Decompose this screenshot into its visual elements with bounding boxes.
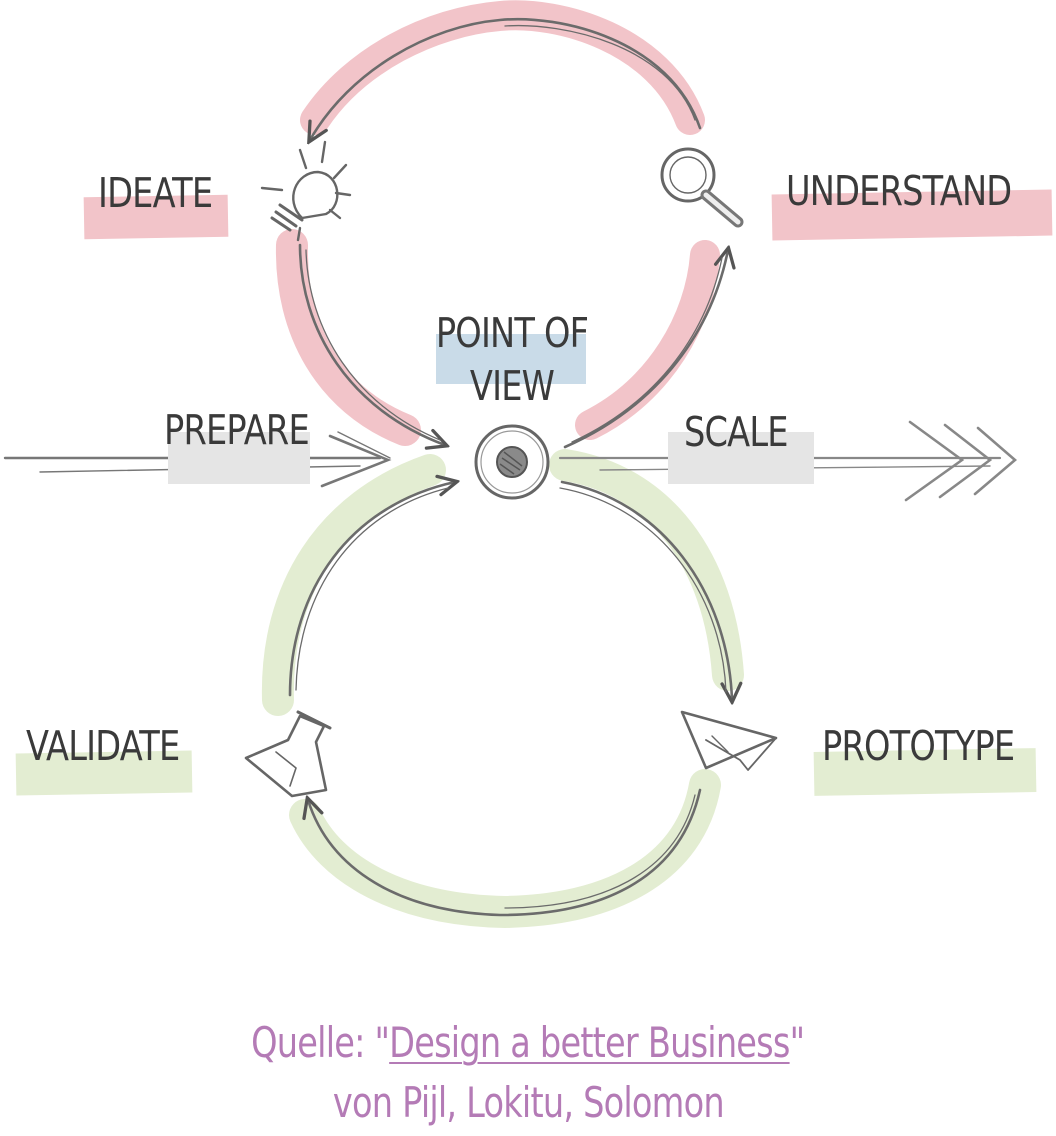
validate-label: VALIDATE: [26, 722, 180, 770]
arrow-ideate-to-pov: [298, 243, 445, 445]
bottom-loop-band: [261, 449, 744, 929]
target-icon: [474, 424, 550, 500]
magnifier-icon: [660, 147, 744, 228]
credit-authors: von Pijl, Lokitu, Solomon: [332, 1078, 724, 1127]
point-of-view-highlight: [436, 334, 586, 384]
source-credit-line2: von Pijl, Lokitu, Solomon: [0, 1082, 1056, 1124]
band-understand-to-ideate: [300, 0, 705, 135]
loop-arrows: [288, 17, 732, 917]
understand-label: UNDERSTAND: [786, 167, 1012, 215]
arrow-prototype-to-validate: [308, 788, 702, 917]
prototype-label: PROTOTYPE: [822, 722, 1015, 770]
lightbulb-icon: [260, 140, 352, 242]
paper-plane-icon: [680, 710, 778, 771]
band-prototype-to-validate: [289, 769, 721, 929]
source-credit-line1: Quelle: "Design a better Business": [0, 1022, 1056, 1064]
arrow-understand-to-ideate: [310, 17, 702, 140]
point-of-view-label-line2: VIEW: [469, 362, 555, 410]
prepare-highlight: [168, 432, 310, 484]
point-of-view-label-line1: POINT OF: [435, 309, 589, 357]
ideate-label: IDEATE: [98, 169, 213, 217]
band-validate-to-pov: [261, 454, 446, 716]
band-pov-to-prototype: [549, 449, 744, 691]
arrow-validate-to-pov: [288, 482, 455, 697]
band-pov-to-understand: [575, 240, 720, 440]
top-loop-band: [275, 0, 720, 446]
scale-label: SCALE: [684, 408, 789, 456]
prepare-label: PREPARE: [164, 406, 310, 454]
flask-icon: [244, 710, 332, 798]
credit-suffix: ": [789, 1018, 805, 1067]
credit-prefix: Quelle: ": [251, 1018, 390, 1067]
band-ideate-to-pov: [275, 229, 421, 446]
scale-highlight: [668, 432, 814, 484]
arrow-pov-to-prototype: [560, 480, 732, 700]
book-title-link[interactable]: Design a better Business: [389, 1018, 790, 1067]
arrow-pov-to-understand: [563, 250, 728, 449]
